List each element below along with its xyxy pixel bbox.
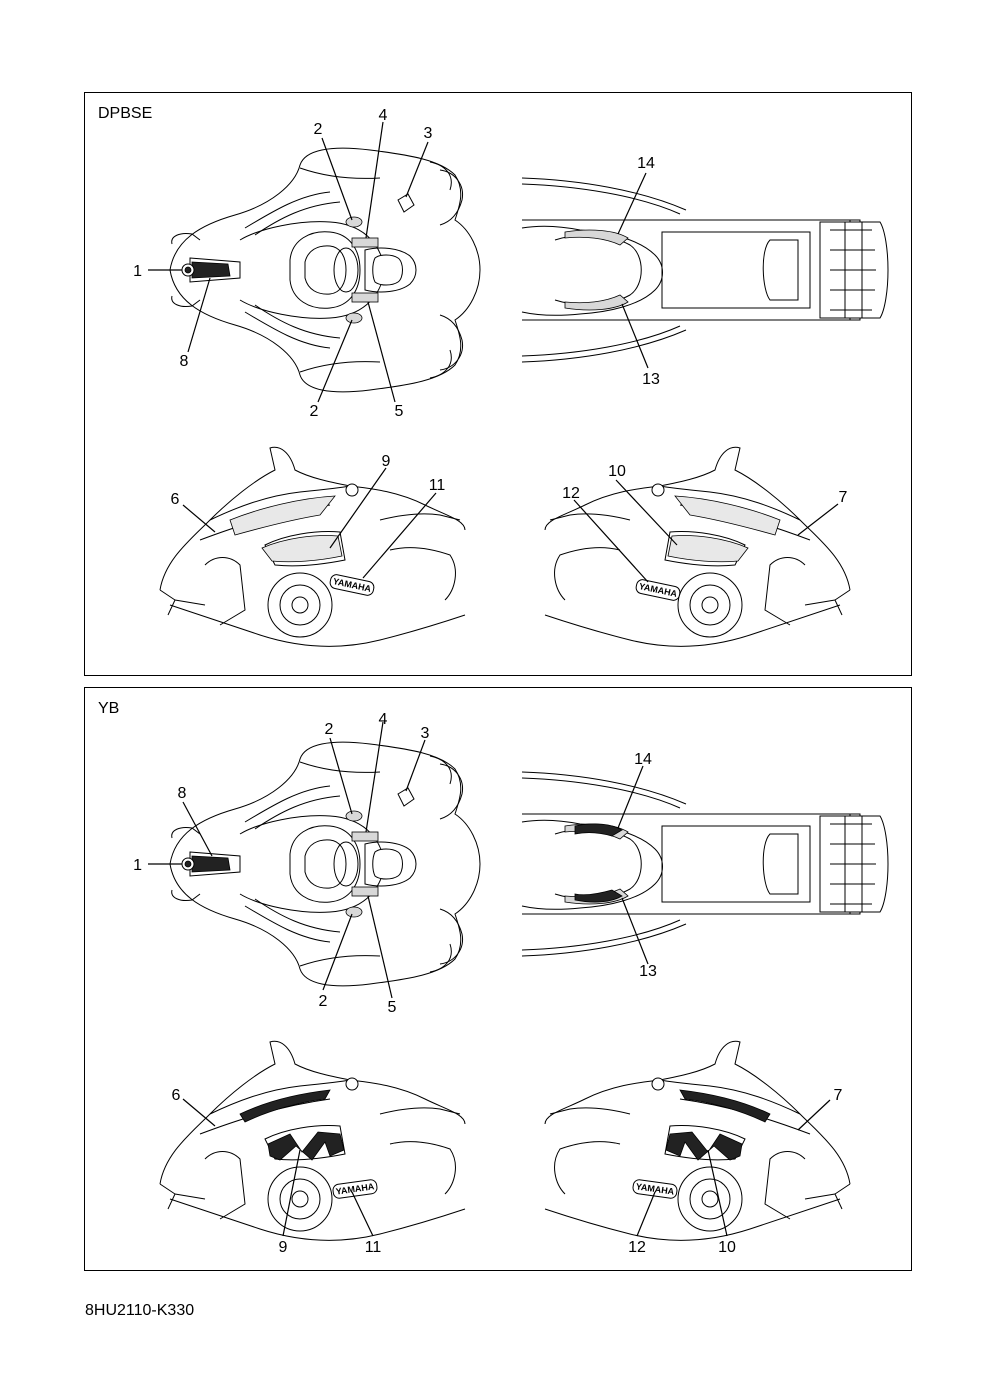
callout-11: 11 [429, 477, 446, 494]
panel1-right-side-view: YAMAHA [544, 446, 851, 647]
callout-2: 2 [310, 403, 319, 420]
callout-5: 5 [388, 999, 397, 1016]
callout-13: 13 [642, 371, 660, 388]
panel1-top-view [169, 147, 481, 393]
panel2-right-side-view: YAMAHA [544, 1040, 851, 1241]
panel2-left-side-view: YAMAHA [159, 1040, 466, 1241]
figure-code: 8HU2110-K330 [85, 1302, 195, 1319]
callout-1: 1 [133, 263, 142, 280]
panel2-top-view [169, 741, 481, 987]
panel2-callout-numbers: 1 2 2 3 4 5 8 13 14 6 9 11 7 10 12 [133, 711, 842, 1256]
callout-4: 4 [379, 107, 388, 124]
callout-2: 2 [319, 993, 328, 1010]
panel2-leader-lines [148, 721, 831, 1237]
callout-10: 10 [608, 463, 626, 480]
callout-9: 9 [382, 453, 391, 470]
diagram-panel-yb: YB [84, 687, 912, 1271]
callout-6: 6 [171, 491, 180, 508]
panel-label: YB [98, 700, 120, 717]
panel1-leader-lines [148, 121, 839, 583]
callout-10: 10 [718, 1239, 736, 1256]
callout-13: 13 [639, 963, 657, 980]
callout-14: 14 [637, 155, 655, 172]
callout-9: 9 [279, 1239, 288, 1256]
callout-6: 6 [172, 1087, 181, 1104]
panel-label: DPBSE [98, 105, 153, 122]
callout-14: 14 [634, 751, 652, 768]
callout-5: 5 [395, 403, 404, 420]
panel1-rear-view [521, 177, 889, 363]
panel2-rear-view [521, 771, 889, 957]
callout-2: 2 [325, 721, 334, 738]
callout-3: 3 [424, 125, 433, 142]
callout-11: 11 [365, 1239, 382, 1256]
callout-12: 12 [628, 1239, 646, 1256]
callout-1: 1 [133, 857, 142, 874]
callout-2: 2 [314, 121, 323, 138]
panel1-left-side-view: YAMAHA [159, 446, 466, 647]
callout-12: 12 [562, 485, 580, 502]
panel1-callout-numbers: 1 2 2 3 4 5 8 13 14 6 9 11 7 10 12 [133, 107, 847, 508]
diagram-panel-dpbse: DPBSE [84, 92, 912, 676]
callout-3: 3 [421, 725, 430, 742]
callout-7: 7 [834, 1087, 843, 1104]
callout-4: 4 [379, 711, 388, 728]
callout-8: 8 [178, 785, 187, 802]
callout-8: 8 [180, 353, 189, 370]
callout-7: 7 [839, 489, 848, 506]
